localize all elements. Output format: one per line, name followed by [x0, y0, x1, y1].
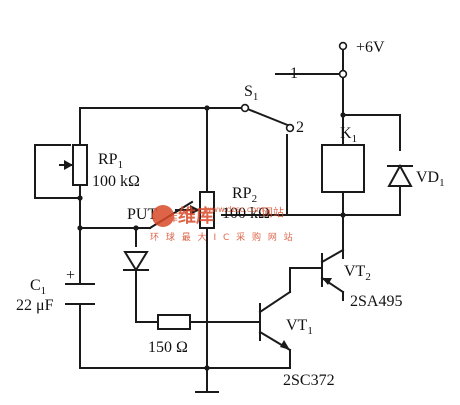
- diode-vd1: [387, 163, 413, 187]
- watermark: 维库 维库 网站 环 球 最 大 I C 采 购 网 站 www.dzsc.co…: [150, 205, 295, 243]
- diode-label: VD1: [416, 169, 445, 189]
- rp2-label: RP2: [232, 185, 257, 205]
- resistor-value: 150 Ω: [148, 339, 188, 356]
- relay-coil: [321, 144, 365, 193]
- switch-label: S1: [244, 83, 258, 103]
- rp2-value: 100 kΩ: [222, 205, 270, 222]
- rp2-potentiometer: [175, 191, 215, 229]
- switch-pos1-label: 1: [290, 65, 298, 82]
- rp1-value: 100 kΩ: [92, 173, 140, 190]
- vt2-part: 2SA495: [350, 293, 402, 310]
- vt1-part: 2SC372: [283, 372, 335, 389]
- c1-value: 22 μF: [16, 297, 54, 314]
- switch-pos2-label: 2: [296, 119, 304, 136]
- wires: [34, 47, 401, 393]
- terminals: [240, 41, 348, 133]
- rp1-potentiometer: [59, 144, 88, 186]
- c1-label: C1: [30, 277, 46, 297]
- watermark-cn-text: 环 球 最 大 I C 采 购 网 站: [150, 231, 295, 243]
- resistor-150: [157, 314, 191, 330]
- put-device: [123, 251, 149, 272]
- watermark-url: www.dzsc.com: [205, 205, 264, 214]
- put-label: PUT: [127, 206, 157, 223]
- vt2-label: VT2: [344, 263, 371, 283]
- watermark-logo-text: 维库: [156, 211, 178, 224]
- transistor-vt2: [322, 278, 332, 285]
- rp1-label: RP1: [98, 151, 123, 171]
- c1-plus: +: [66, 267, 75, 284]
- supply-label: +6V: [356, 39, 385, 56]
- capacitor-c1: [65, 283, 95, 305]
- transistor-vt1: [280, 340, 290, 350]
- watermark-logo-icon: [152, 205, 174, 227]
- relay-label: K1: [340, 125, 357, 145]
- watermark-brand: 维库: [178, 205, 214, 227]
- junctions: [77, 105, 346, 371]
- watermark-partial: 网站: [262, 205, 284, 219]
- vt1-label: VT1: [286, 317, 313, 337]
